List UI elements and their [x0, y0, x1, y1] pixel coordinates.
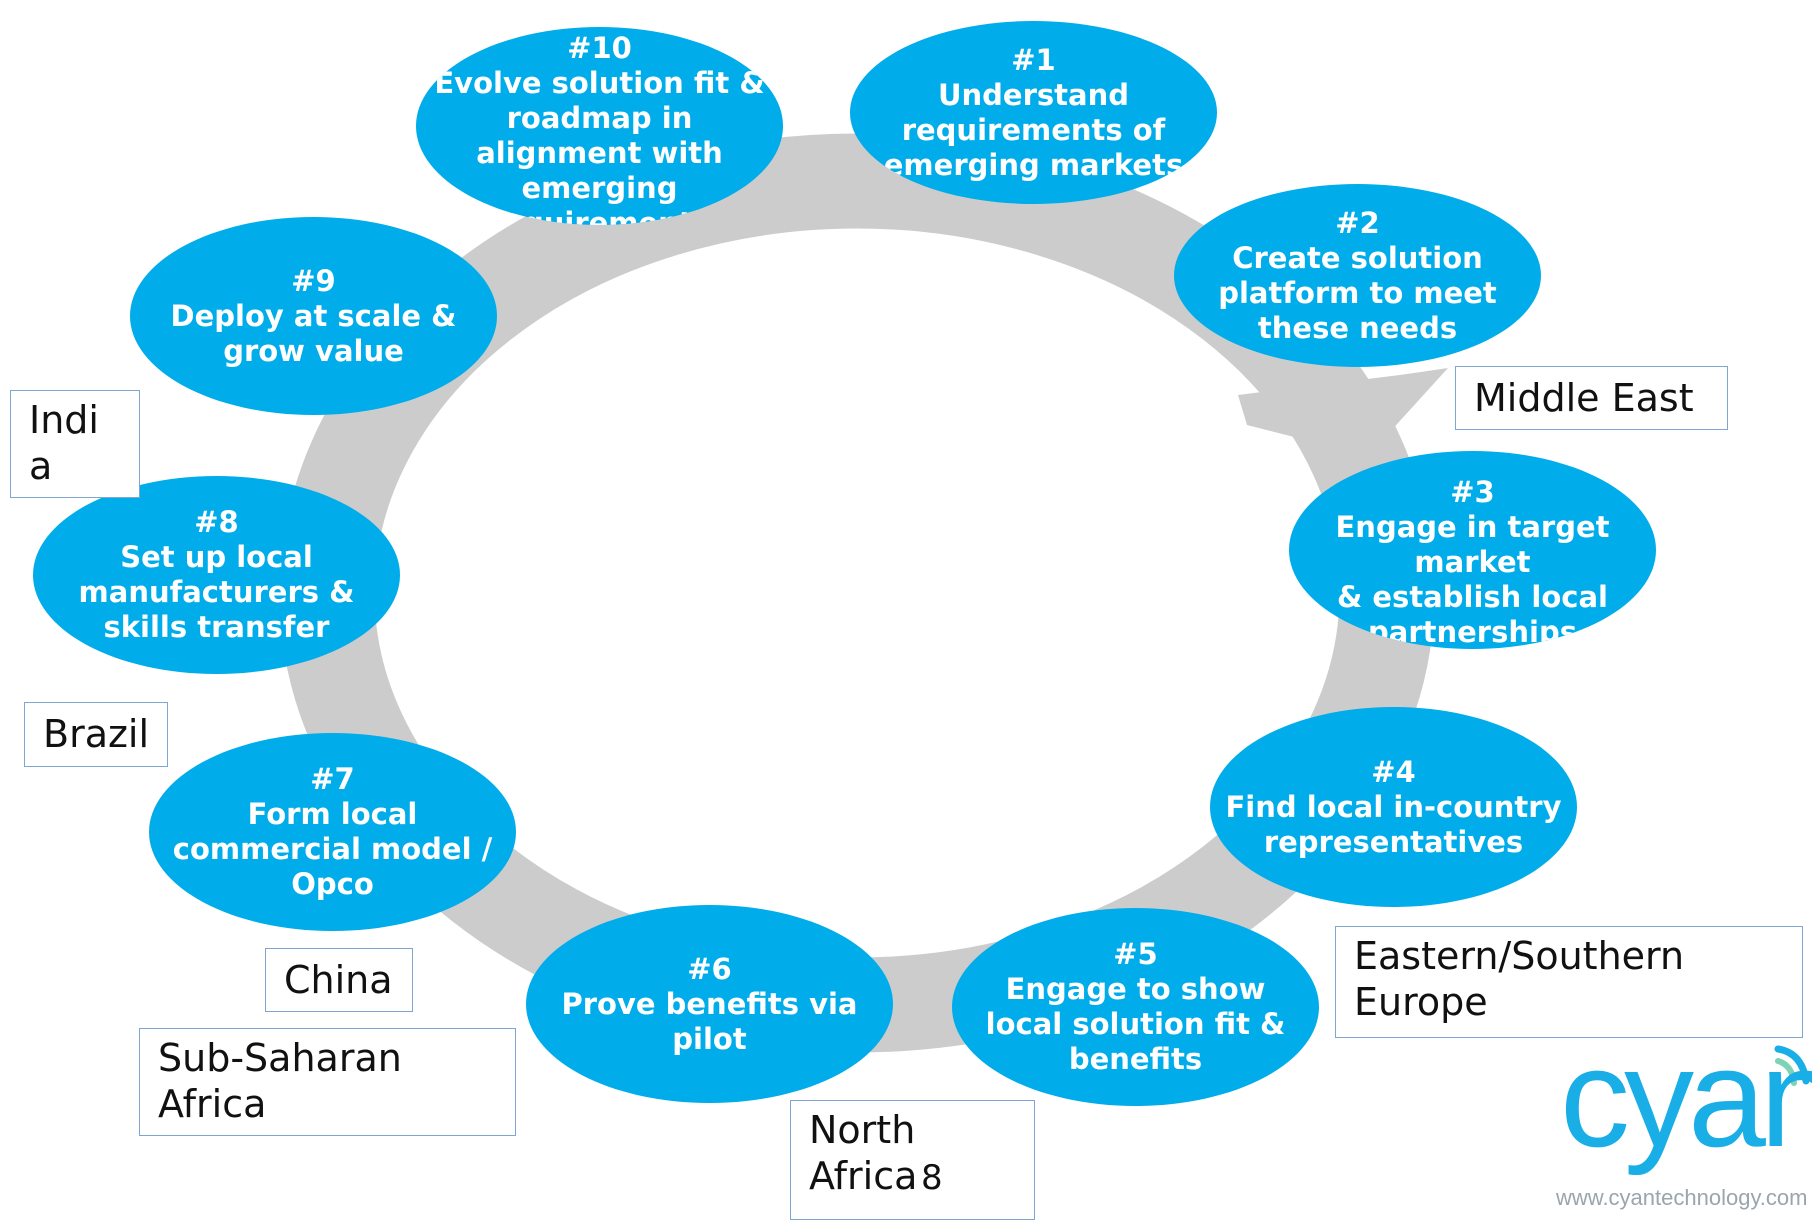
step-number: #4: [1371, 754, 1416, 789]
cycle-arrow-tip: [1245, 368, 1448, 456]
cyan-logo: cyan www.cyantechnology.com: [1540, 1023, 1812, 1211]
region-north-africa: North Africa: [790, 1100, 1035, 1220]
step-8-ellipse: #8 Set up local manufacturers & skills t…: [33, 476, 400, 674]
step-3-ellipse: #3 Engage in target market & establish l…: [1289, 451, 1656, 649]
step-text: Find local in-country representatives: [1225, 789, 1562, 859]
step-7-ellipse: #7 Form local commercial model / Opco: [149, 733, 516, 931]
step-number: #3: [1450, 475, 1495, 509]
step-text: Engage in target market & establish loca…: [1335, 510, 1610, 649]
region-brazil: Brazil: [24, 702, 168, 767]
signal-waves-icon: [1774, 1045, 1810, 1086]
region-china: China: [265, 948, 413, 1012]
logo-url: www.cyantechnology.com: [1556, 1185, 1808, 1210]
step-text: Form local commercial model / Opco: [172, 797, 493, 901]
region-sub-saharan-africa: Sub-Saharan Africa: [139, 1028, 516, 1136]
step-text: Deploy at scale & grow value: [170, 298, 457, 368]
step-text: Prove benefits via pilot: [561, 986, 858, 1056]
step-number: #8: [194, 505, 239, 539]
logo-wordmark: cyan: [1560, 1019, 1812, 1176]
step-number: #6: [687, 951, 732, 986]
region-middle-east: Middle East: [1455, 366, 1728, 430]
region-india: Indi a: [10, 390, 140, 498]
step-number: #7: [310, 762, 355, 796]
step-10-ellipse: #10 Evolve solution fit & roadmap in ali…: [416, 27, 783, 225]
step-2-ellipse: #2 Create solution platform to meet thes…: [1174, 184, 1541, 367]
step-number: #10: [567, 31, 632, 65]
step-number: #9: [291, 263, 336, 298]
step-5-ellipse: #5 Engage to show local solution fit & b…: [952, 908, 1319, 1106]
step-number: #2: [1335, 205, 1380, 240]
step-text: Understand requirements of emerging mark…: [883, 77, 1184, 182]
step-number: #1: [1011, 42, 1056, 77]
step-4-ellipse: #4 Find local in-country representatives: [1210, 707, 1577, 907]
step-text: Evolve solution fit & roadmap in alignme…: [434, 66, 765, 225]
page-number: 8: [921, 1158, 943, 1198]
step-text: Set up local manufacturers & skills tran…: [78, 540, 355, 644]
step-number: #5: [1113, 937, 1158, 971]
step-1-ellipse: #1 Understand requirements of emerging m…: [850, 21, 1217, 204]
step-6-ellipse: #6 Prove benefits via pilot: [526, 905, 893, 1103]
region-eastern-southern-europe: Eastern/Southern Europe: [1335, 926, 1803, 1038]
step-9-ellipse: #9 Deploy at scale & grow value: [130, 217, 497, 415]
step-text: Engage to show local solution fit & bene…: [985, 972, 1286, 1076]
step-text: Create solution platform to meet these n…: [1218, 240, 1497, 345]
